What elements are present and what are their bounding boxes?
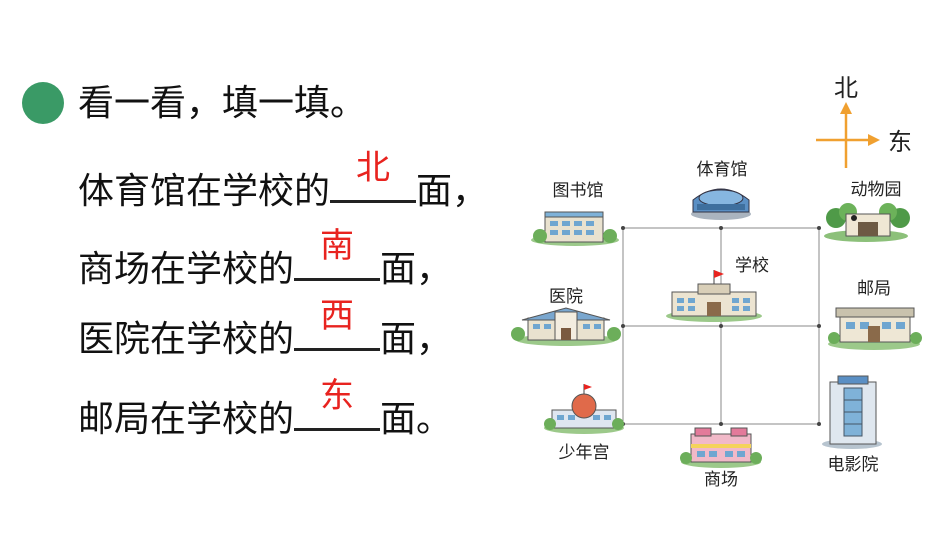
youth-palace-building-icon <box>544 384 624 434</box>
question-2: 商场在学校的南面， <box>78 226 453 294</box>
compass-east-label: 东 <box>888 128 912 156</box>
youth-palace-label: 少年宫 <box>559 443 610 463</box>
question-2-prefix: 商场在学校的 <box>78 249 295 290</box>
gym-label: 体育馆 <box>697 160 748 180</box>
gym-building-icon <box>691 188 751 220</box>
question-3-answer: 西 <box>320 296 355 336</box>
school-label: 学校 <box>735 256 769 276</box>
question-4-suffix: 面。 <box>380 399 453 440</box>
question-4-answer: 东 <box>320 376 355 416</box>
school-flag-icon <box>714 270 724 278</box>
question-3-blank[interactable]: 西 <box>294 296 381 351</box>
question-4: 邮局在学校的东面。 <box>78 376 453 444</box>
cinema-label: 电影院 <box>828 455 879 475</box>
compass: 北 东 <box>816 74 912 168</box>
question-3-suffix: 面， <box>380 319 453 360</box>
mall-label: 商场 <box>704 470 738 490</box>
hospital-label: 医院 <box>549 287 583 307</box>
question-4-prefix: 邮局在学校的 <box>78 399 295 440</box>
question-1-prefix: 体育馆在学校的 <box>78 171 331 212</box>
zoo-label: 动物园 <box>851 180 902 200</box>
north-arrow-icon <box>840 102 852 114</box>
school-building-icon <box>666 270 762 322</box>
post-office-building-icon <box>828 307 922 350</box>
question-1-answer: 北 <box>356 148 391 188</box>
hospital-building-icon <box>511 307 621 346</box>
post-office-label: 邮局 <box>857 279 891 299</box>
exercise-heading: 看一看，填一填。 <box>78 83 367 124</box>
library-building-icon <box>531 211 619 246</box>
question-1-blank[interactable]: 北 <box>330 148 417 203</box>
bullet-dot <box>22 82 64 124</box>
library-label: 图书馆 <box>553 181 604 201</box>
question-3-prefix: 医院在学校的 <box>78 319 295 360</box>
compass-north-label: 北 <box>834 74 858 102</box>
east-arrow-icon <box>868 134 880 146</box>
mall-building-icon <box>680 427 762 468</box>
zoo-building-icon <box>824 203 910 242</box>
grid-nodes <box>621 226 821 426</box>
question-2-blank[interactable]: 南 <box>294 226 381 281</box>
cinema-building-icon <box>822 375 882 449</box>
question-1: 体育馆在学校的北面， <box>78 148 489 216</box>
question-1-suffix: 面， <box>416 171 489 212</box>
question-2-answer: 南 <box>320 226 355 266</box>
question-2-suffix: 面， <box>380 249 453 290</box>
question-4-blank[interactable]: 东 <box>294 376 381 431</box>
question-3: 医院在学校的西面， <box>78 296 453 364</box>
